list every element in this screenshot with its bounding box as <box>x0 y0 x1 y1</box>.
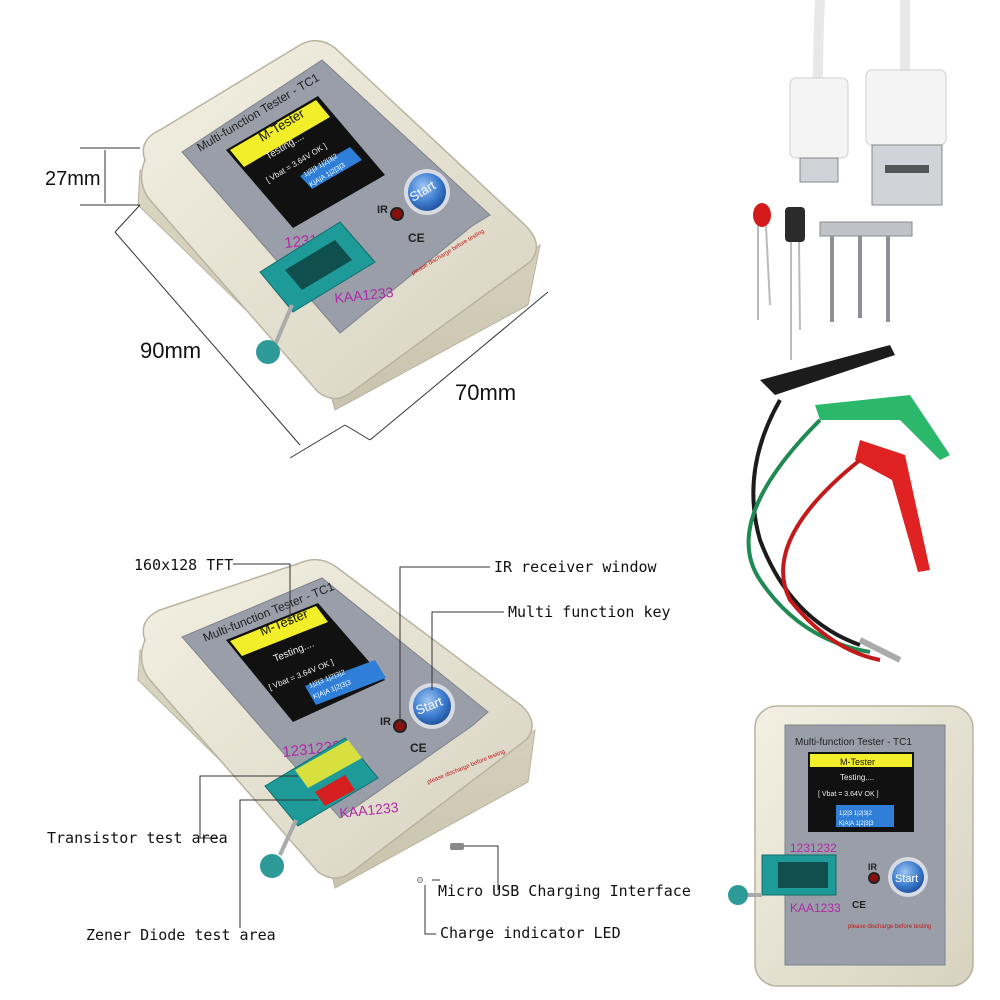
start-button[interactable]: Start <box>409 683 455 729</box>
start-label: Start <box>895 873 918 885</box>
device-top-view: Multi-function Tester - TC1 M-Tester Tes… <box>45 39 549 459</box>
device-front-view: Multi-function Tester - TC1 M-Tester Tes… <box>728 705 974 987</box>
screen-row2: K|A|A 1|2|3|3 <box>839 821 874 827</box>
ir-window <box>868 872 880 884</box>
ce-mark: CE <box>852 900 866 911</box>
callout-micro-usb: Micro USB Charging Interface <box>438 882 691 900</box>
callout-ir-window: IR receiver window <box>494 558 658 576</box>
ce-mark: CE <box>410 741 427 755</box>
tft-screen: M-Tester Testing.... [ Vbat = 3.64V OK ]… <box>808 752 914 832</box>
screen-header: M-Tester <box>840 757 875 767</box>
ir-label: IR <box>380 716 391 728</box>
dim-width: 70mm <box>455 380 516 405</box>
zif-socket <box>728 854 837 905</box>
start-button[interactable]: Start <box>404 169 450 215</box>
header-pins <box>819 221 913 322</box>
start-button[interactable]: Start <box>888 857 928 897</box>
dim-height: 27mm <box>45 168 101 190</box>
socket-bottom-label: KAA1233 <box>339 799 400 821</box>
warning-text: please discharge before testing <box>848 924 931 930</box>
callout-charge-led: Charge indicator LED <box>440 924 621 942</box>
callout-zener-area: Zener Diode test area <box>86 926 276 944</box>
tft-screen: M-Tester Testing.... [ Vbat = 3.64V OK ]… <box>226 603 386 722</box>
capacitor-component <box>785 207 805 360</box>
socket-lever-knob[interactable] <box>256 340 280 364</box>
transistor-test-area <box>295 740 362 788</box>
usb-cable <box>789 0 947 206</box>
callout-transistor-area: Transistor test area <box>47 829 228 847</box>
screen-vbat: [ Vbat = 3.64V OK ] <box>818 791 879 798</box>
panel-title: Multi-function Tester - TC1 <box>795 737 912 748</box>
socket-lever-knob[interactable] <box>260 854 284 878</box>
device-annotated-view: Multi-function Tester - TC1 M-Tester Tes… <box>47 556 691 944</box>
ir-label: IR <box>377 204 388 216</box>
micro-usb-port <box>450 843 464 850</box>
ir-label: IR <box>868 862 878 872</box>
socket-bottom-label: KAA1233 <box>790 901 841 915</box>
socket-bottom-label: KAA1233 <box>334 284 395 306</box>
ce-mark: CE <box>408 231 425 245</box>
led-component <box>753 203 771 320</box>
zener-test-area <box>315 775 355 806</box>
tft-screen: M-Tester Testing.... [ Vbat = 3.64V OK ]… <box>226 96 385 228</box>
zif-socket <box>260 737 379 878</box>
charge-led <box>417 877 423 883</box>
screen-status: Testing.... <box>840 773 874 782</box>
callout-multi-key: Multi function key <box>508 603 671 621</box>
socket-lever-knob[interactable] <box>728 885 748 905</box>
ir-window <box>390 207 404 221</box>
callout-tft: 160x128 TFT <box>134 556 233 574</box>
dim-length: 90mm <box>140 338 201 363</box>
zif-socket <box>256 221 376 364</box>
test-hook-clips <box>746 345 950 663</box>
socket-top-label: 1231232 <box>790 841 837 855</box>
screen-row1: 1|2|3 1|2|3|2 <box>839 811 872 817</box>
